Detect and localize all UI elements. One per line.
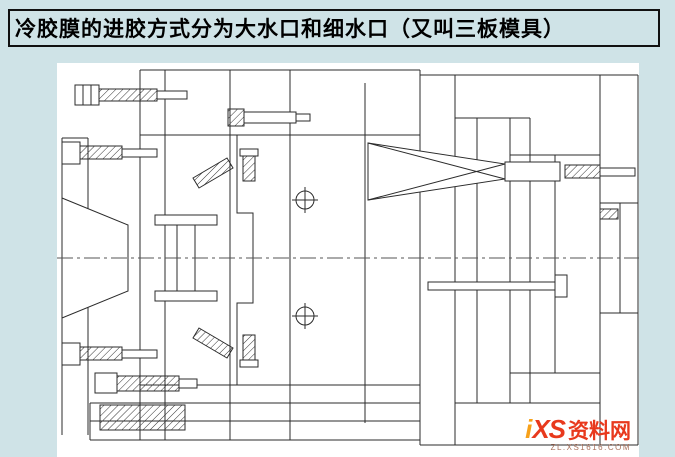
watermark: i XS 资料网 ZL.XS1616.COM <box>525 416 631 452</box>
mold-cross-section-diagram <box>57 69 639 446</box>
diagram-canvas: i XS 资料网 ZL.XS1616.COM <box>57 63 639 457</box>
slide-title: 冷胶膜的进胶方式分为大水口和细水口（又叫三板模具） <box>15 18 565 41</box>
watermark-logo-icon: i <box>525 414 533 444</box>
watermark-brand: 资料网 <box>568 420 631 443</box>
watermark-logo-text: XS <box>532 414 566 444</box>
slide-title-box: 冷胶膜的进胶方式分为大水口和细水口（又叫三板模具） <box>8 9 660 47</box>
watermark-url: ZL.XS1616.COM <box>550 443 631 452</box>
